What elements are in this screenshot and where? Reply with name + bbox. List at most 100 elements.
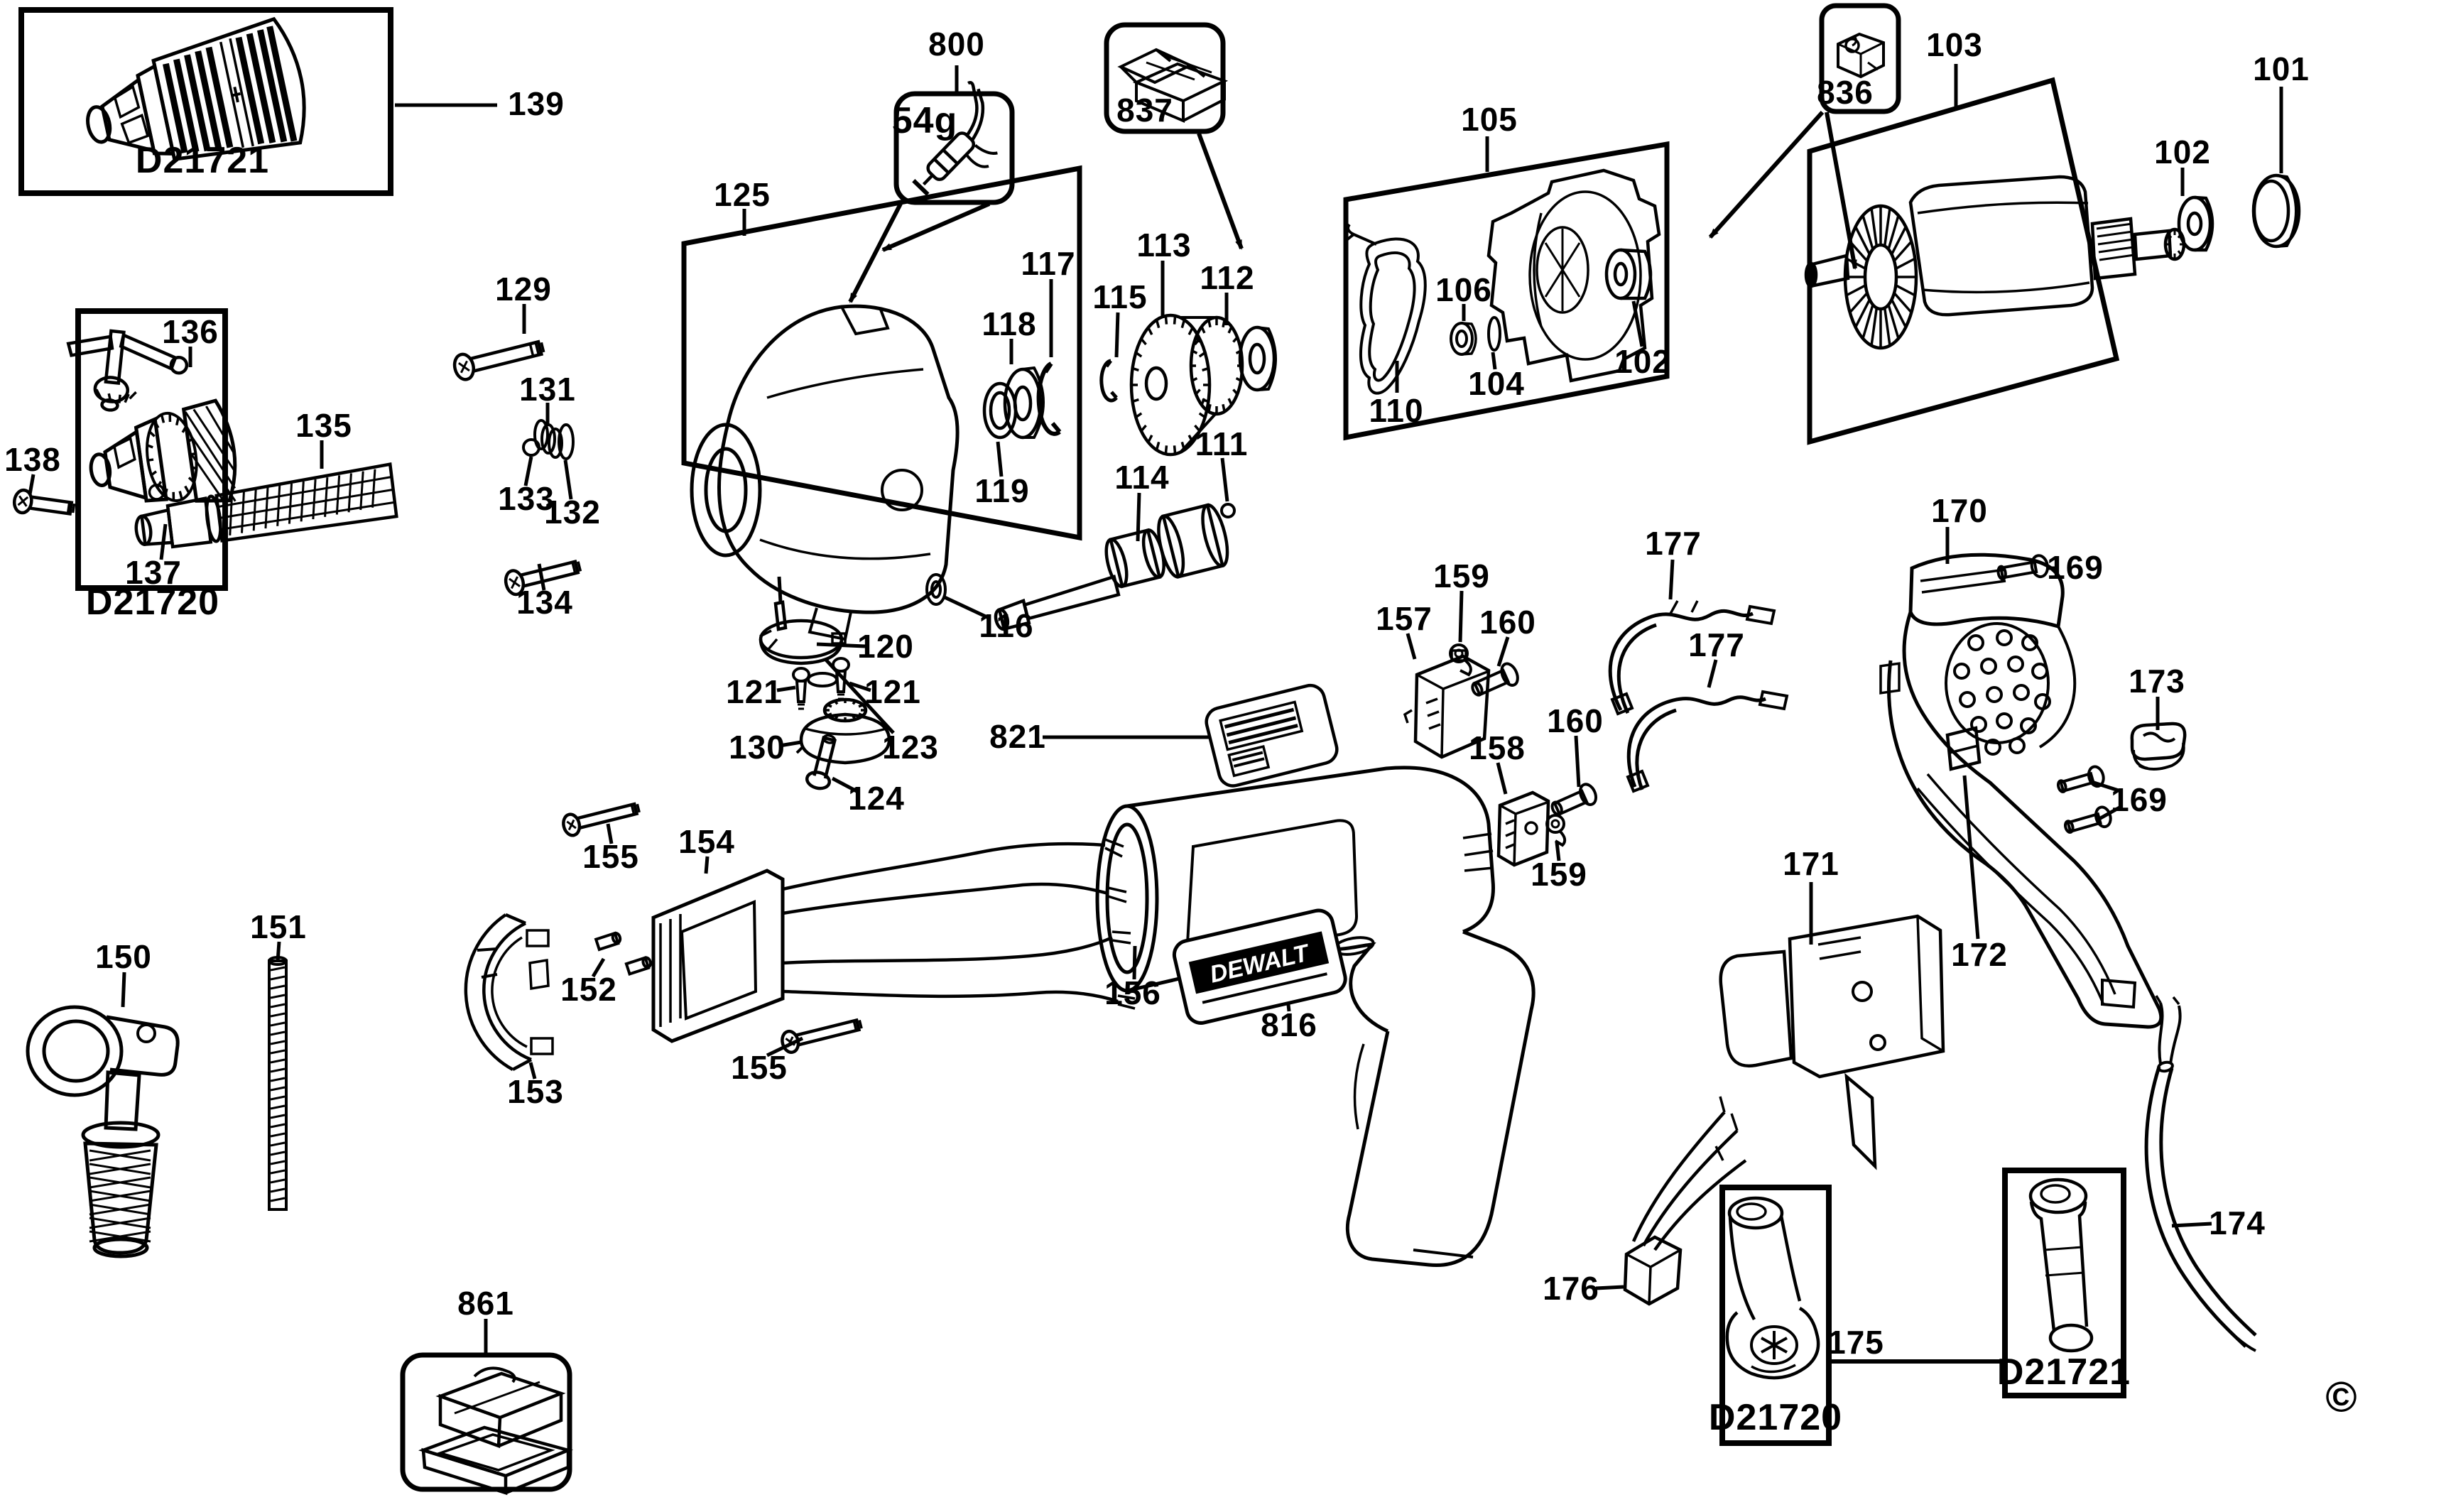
callout-131-20: 131 bbox=[519, 371, 576, 408]
part-124-screw bbox=[805, 734, 837, 790]
callout-155-57: 155 bbox=[582, 838, 639, 875]
part-170-handle-cover bbox=[1887, 553, 2163, 1029]
part-102-washer-right bbox=[2177, 195, 2214, 252]
variant-box-d21721-cord bbox=[2002, 1168, 2126, 1398]
part-172-label bbox=[1945, 726, 1982, 771]
part-177-wire-right bbox=[1626, 690, 1789, 793]
brush-box bbox=[1819, 3, 1901, 114]
callout-132-22: 132 bbox=[544, 494, 601, 531]
callout-136-14: 136 bbox=[162, 313, 219, 350]
callout-D21720-68: D21720 bbox=[1708, 1397, 1843, 1438]
callout-130-38: 130 bbox=[729, 729, 786, 766]
callout-129-18: 129 bbox=[495, 271, 552, 308]
part-154-field bbox=[651, 838, 1136, 1043]
kitbox-box bbox=[400, 1352, 572, 1492]
callout-115-28: 115 bbox=[1092, 278, 1148, 315]
callout-173-51: 173 bbox=[2129, 663, 2185, 700]
part-837-toolbox bbox=[1117, 48, 1229, 124]
part-175-cord-protector-straight bbox=[2028, 1177, 2094, 1353]
callout-159-42: 159 bbox=[1433, 558, 1490, 594]
part-121-screw-left bbox=[792, 667, 810, 710]
part-129-screw bbox=[452, 339, 545, 381]
part-110-gasket bbox=[1345, 223, 1427, 395]
callout-156-62: 156 bbox=[1104, 974, 1161, 1011]
callout-134-23: 134 bbox=[516, 584, 573, 621]
part-130-selector bbox=[795, 697, 891, 765]
part-101-ring bbox=[2251, 173, 2301, 249]
callout-139-0: 139 bbox=[508, 85, 565, 122]
callout-101-7: 101 bbox=[2253, 50, 2310, 87]
callout-177-47: 177 bbox=[1645, 525, 1702, 562]
part-138-screw bbox=[12, 488, 76, 516]
callout-124-39: 124 bbox=[848, 780, 905, 817]
part-112-bearing bbox=[1238, 325, 1277, 392]
part-157-switch bbox=[1403, 649, 1491, 759]
callout-159-46: 159 bbox=[1531, 856, 1587, 893]
callout-110-10: 110 bbox=[1369, 392, 1424, 429]
callout-861-67: 861 bbox=[457, 1285, 514, 1322]
part-169-screw-b1 bbox=[2056, 765, 2105, 793]
callout-c-70: © bbox=[2325, 1373, 2358, 1421]
group-box-103 bbox=[1807, 77, 2120, 445]
callout-160-43: 160 bbox=[1479, 604, 1536, 641]
part-116-washer bbox=[925, 573, 947, 606]
callout-119-25: 119 bbox=[974, 472, 1030, 509]
callout-111-32: 111 bbox=[1195, 425, 1249, 462]
callout-171-54: 171 bbox=[1783, 845, 1839, 882]
callout-154-58: 154 bbox=[678, 823, 735, 860]
callout-177-48: 177 bbox=[1688, 626, 1745, 663]
part-176-connector bbox=[1623, 1096, 1747, 1306]
part-152-pins bbox=[594, 931, 652, 976]
part-120-shift-plate bbox=[759, 576, 847, 665]
callout-836-4: 836 bbox=[1817, 74, 1874, 111]
callout-135-19: 135 bbox=[295, 407, 352, 444]
callout-102-9: 102 bbox=[1614, 343, 1671, 380]
part-106-bearing bbox=[1450, 322, 1477, 356]
callout-153-60: 153 bbox=[507, 1073, 564, 1110]
part-159-spring-bottom bbox=[1545, 814, 1567, 847]
callout-121-36: 121 bbox=[864, 673, 921, 710]
pointer-arrows bbox=[848, 110, 1857, 303]
callout-800-1: 800 bbox=[928, 26, 985, 62]
part-151-depth-rod bbox=[268, 956, 288, 1211]
variant-box-d21720-chuck bbox=[75, 308, 228, 591]
part-174-cable bbox=[2144, 995, 2257, 1352]
part-836-brush-holder bbox=[1837, 32, 1885, 79]
callout-175-65: 175 bbox=[1827, 1324, 1884, 1361]
part-158-brush-holder bbox=[1496, 790, 1550, 867]
part-113-gear bbox=[1129, 313, 1244, 457]
callout-816-63: 816 bbox=[1261, 1006, 1317, 1043]
part-135-spindle bbox=[134, 462, 398, 549]
part-150-side-handle bbox=[26, 1005, 180, 1258]
part-117-circlip bbox=[1036, 361, 1062, 436]
part-821-rating-plate bbox=[1205, 683, 1339, 788]
toolbox-box bbox=[1104, 22, 1226, 134]
callout-123-37: 123 bbox=[882, 729, 939, 766]
callout-121-35: 121 bbox=[726, 673, 783, 710]
callout-114-31: 114 bbox=[1114, 459, 1170, 496]
part-159-spring-top bbox=[1449, 643, 1472, 677]
callout-170-49: 170 bbox=[1931, 492, 1988, 529]
callout-120-34: 120 bbox=[857, 628, 914, 665]
callout-102-8: 102 bbox=[2154, 134, 2211, 170]
part-153-baffle bbox=[464, 913, 554, 1071]
callout-103-6: 103 bbox=[1926, 26, 1983, 63]
part-136-chuck-key bbox=[66, 329, 189, 412]
callout-172-52: 172 bbox=[1951, 936, 2008, 973]
part-173-cord-clamp bbox=[2130, 722, 2187, 771]
callout-118-26: 118 bbox=[982, 305, 1037, 342]
callout-116-33: 116 bbox=[979, 607, 1034, 644]
part-105-field-housing bbox=[1486, 168, 1661, 383]
part-131-springs bbox=[533, 419, 563, 459]
variant-box-d21720-cord bbox=[1719, 1185, 1832, 1446]
part-103-armature bbox=[1804, 175, 2186, 350]
group-box-125 bbox=[681, 165, 1082, 541]
callout-169-53: 169 bbox=[2111, 781, 2168, 818]
callout-104-12: 104 bbox=[1468, 365, 1525, 402]
callout-D21721-69: D21721 bbox=[1996, 1351, 2131, 1393]
callout-113-29: 113 bbox=[1136, 227, 1192, 263]
part-160-pin-bottom bbox=[1550, 783, 1597, 817]
callout-138-15: 138 bbox=[4, 441, 61, 478]
part-111-ball bbox=[1220, 503, 1236, 518]
